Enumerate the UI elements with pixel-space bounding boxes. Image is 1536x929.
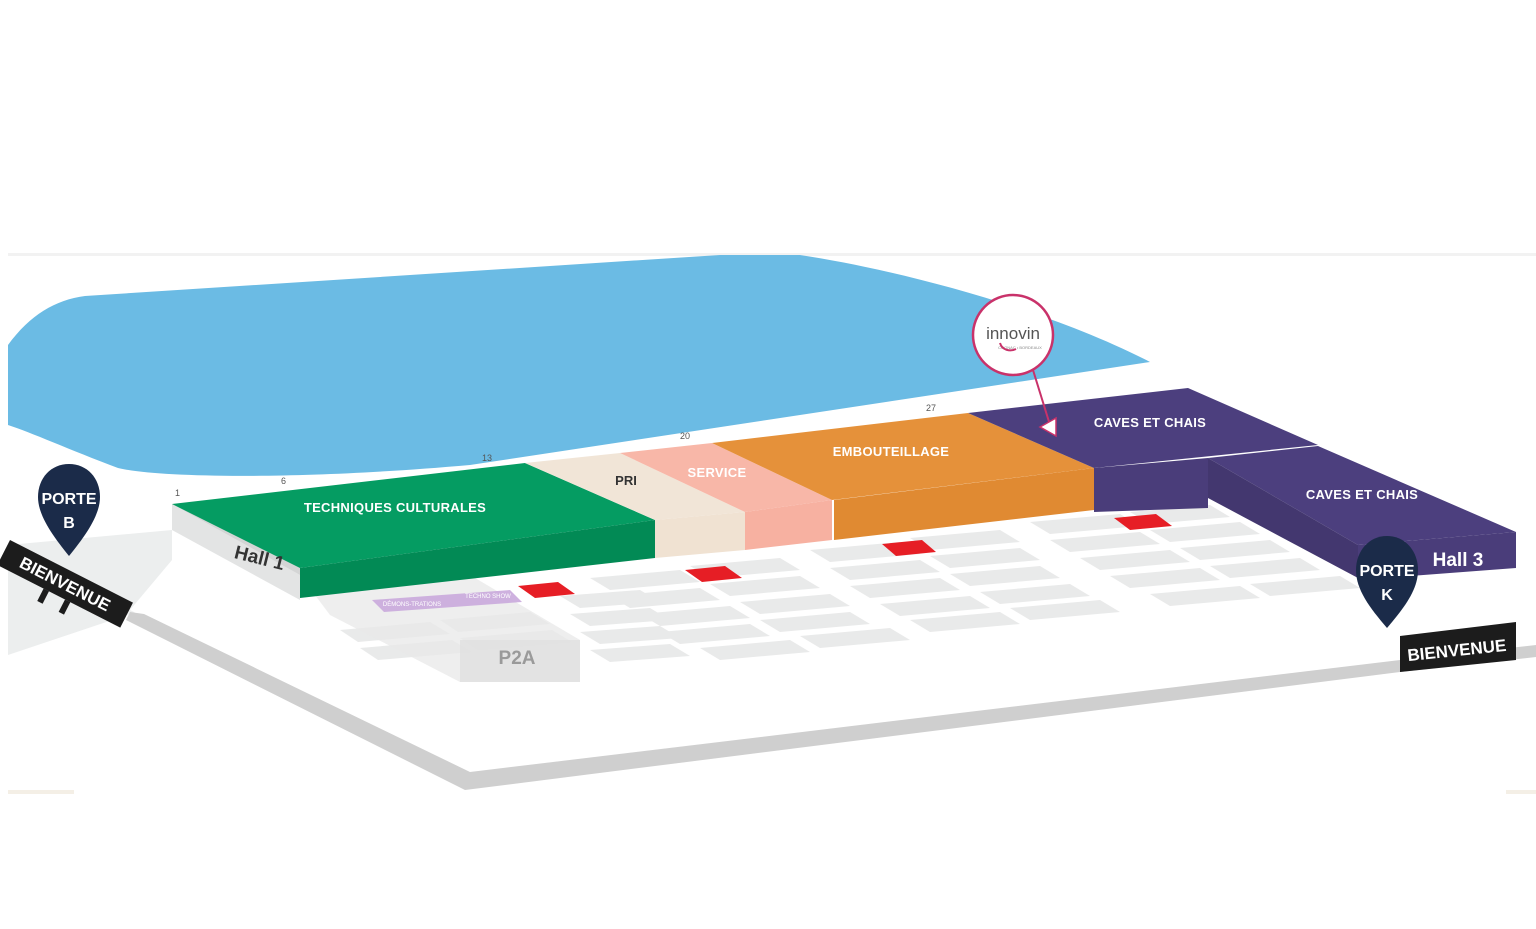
location-pin-icon <box>1356 536 1418 628</box>
zone-service[interactable] <box>620 443 832 512</box>
hall1-wall <box>172 504 300 575</box>
corner-mark-left <box>8 790 74 794</box>
zone-caves-et-chais-top-front[interactable] <box>1094 458 1208 512</box>
bienvenue-right-sign: BIENVENUE <box>1400 622 1516 672</box>
porte-b-line1: PORTE <box>41 491 96 508</box>
red-stand[interactable] <box>518 582 575 598</box>
innovin-sub-text: COGNAC • BORDEAUX <box>998 345 1042 350</box>
booth-grid <box>340 505 1360 662</box>
innovin-swoosh-icon <box>999 342 1017 352</box>
porte-k-pin[interactable]: PORTE K <box>1356 536 1418 628</box>
stand-number-1: 1 <box>175 488 180 498</box>
water-area <box>8 255 1150 476</box>
hall1-base <box>172 504 300 600</box>
porte-k-line2: K <box>1381 587 1393 604</box>
stand-number-13: 13 <box>482 453 492 463</box>
stand-number-6: 6 <box>281 476 286 486</box>
porte-k-line1: PORTE <box>1359 563 1414 580</box>
stand-number-20: 20 <box>680 431 690 441</box>
zone-pri[interactable] <box>525 453 745 520</box>
zone-techniques-culturales-front[interactable] <box>300 520 655 598</box>
arrow-head <box>1038 416 1057 438</box>
red-stand[interactable] <box>882 540 936 556</box>
arrow-pointer-icon <box>1032 369 1051 426</box>
location-pin-icon <box>38 464 100 556</box>
label-caves-et-chais-1: CAVES ET CHAIS <box>1094 415 1206 430</box>
red-stands <box>518 514 1172 598</box>
label-techniques-culturales: TECHNIQUES CULTURALES <box>304 500 486 515</box>
zone-caves-et-chais-right[interactable] <box>1208 446 1516 545</box>
zone-caves-et-chais-right-front[interactable] <box>1208 458 1358 578</box>
porte-b-pin[interactable]: PORTE B <box>38 464 100 556</box>
header-band <box>8 253 1536 256</box>
label-caves-et-chais-2: CAVES ET CHAIS <box>1306 487 1418 502</box>
innovin-logo <box>971 293 1055 377</box>
label-techno-show: TECHNO SHOW <box>465 594 511 600</box>
zone-techniques-culturales[interactable] <box>172 463 655 568</box>
zone-caves-et-chais-top[interactable] <box>968 388 1318 468</box>
zone-pri-front[interactable] <box>655 512 745 558</box>
zone-service-front[interactable] <box>745 500 832 550</box>
red-stand[interactable] <box>685 566 742 582</box>
label-service: SERVICE <box>688 465 747 480</box>
red-stand[interactable] <box>1114 514 1172 530</box>
p2a-front <box>460 640 580 682</box>
label-pri: PRI <box>615 473 637 488</box>
demos-strip[interactable] <box>372 590 522 612</box>
porte-b-line2: B <box>63 515 75 532</box>
label-embouteillage: EMBOUTEILLAGE <box>833 444 950 459</box>
label-hall3: Hall 3 <box>1433 550 1484 571</box>
stand-number-27: 27 <box>926 403 936 413</box>
zone-embouteillage[interactable] <box>712 413 1094 500</box>
zone-embouteillage-front[interactable] <box>834 468 1094 540</box>
label-p2a: P2A <box>499 648 536 669</box>
innovin-badge[interactable]: innovin COGNAC • BORDEAUX <box>971 293 1057 438</box>
label-demos: DÉMONS-TRATIONS <box>383 601 441 608</box>
innovin-brand-text: innovin <box>986 324 1040 343</box>
corner-mark-right <box>1506 790 1536 794</box>
